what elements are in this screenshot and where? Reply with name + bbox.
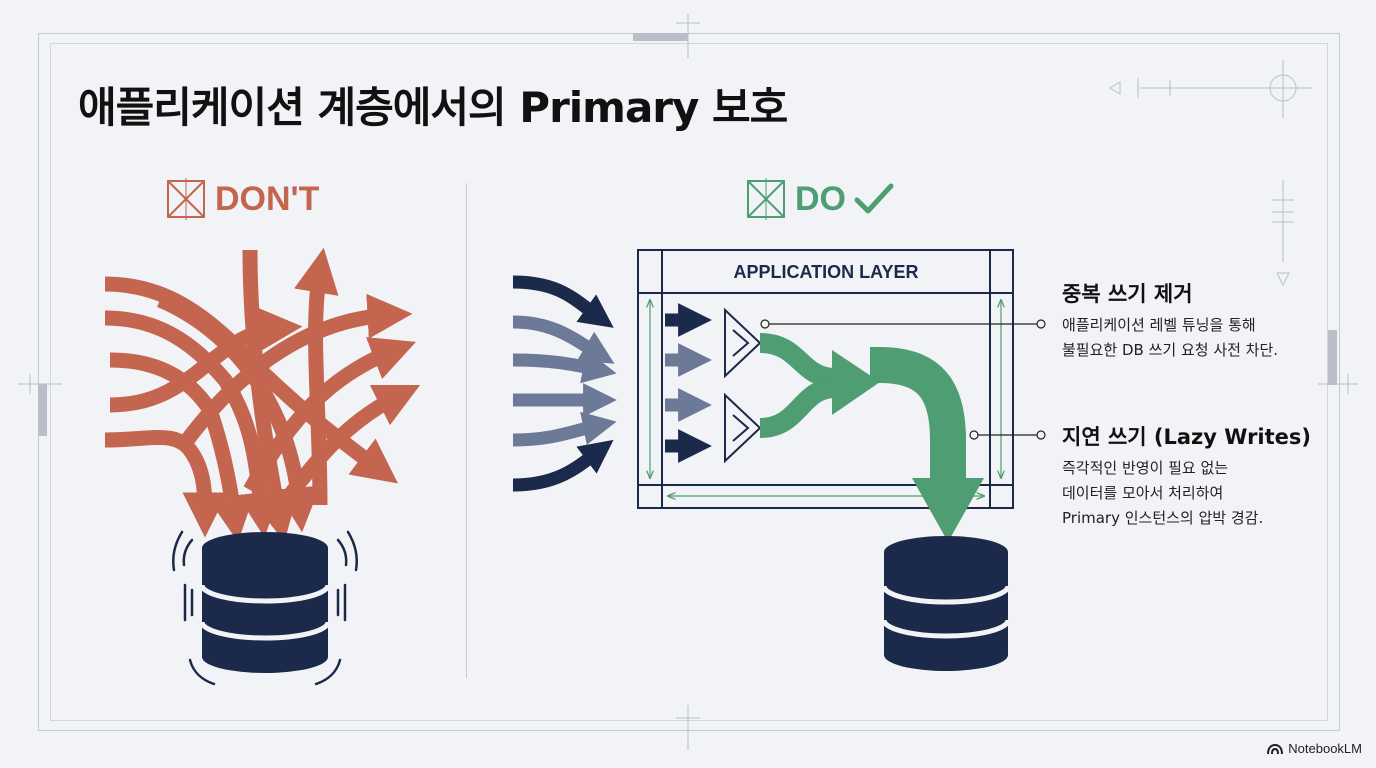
dont-badge: DON'T xyxy=(165,178,319,220)
annotation-title-lazy-writes: 지연 쓰기 (Lazy Writes) xyxy=(1062,425,1312,449)
page-title: 애플리케이션 계층에서의 Primary 보호 xyxy=(78,83,788,132)
notebooklm-logo-icon xyxy=(1267,743,1284,754)
annotation-text-lazy-writes: 즉각적인 반영이 필요 없는 데이터를 모아서 처리하여 Primary 인스턴… xyxy=(1062,459,1264,527)
divider-line xyxy=(466,183,467,678)
batched-write-flow xyxy=(759,333,984,542)
annotation-title-dedupe: 중복 쓰기 제거 xyxy=(1062,282,1193,306)
annotation-leaders xyxy=(760,319,1046,440)
registration-marks xyxy=(18,14,1358,750)
cross-box-icon xyxy=(747,178,785,220)
logo-text: NotebookLM xyxy=(1288,741,1362,756)
app-layer-label: APPLICATION LAYER xyxy=(733,262,918,282)
primary-database-icon xyxy=(881,536,1011,671)
annotation-text-dedupe: 애플리케이션 레벨 튜닝을 통해 불필요한 DB 쓰기 요청 사전 차단. xyxy=(1062,316,1279,359)
overloaded-database-icon xyxy=(172,530,358,686)
do-label: DO xyxy=(795,179,846,218)
checkmark-icon xyxy=(854,183,894,214)
application-layer-box xyxy=(637,249,1014,509)
dont-label: DON'T xyxy=(215,179,320,218)
notebooklm-logo: NotebookLM xyxy=(1267,741,1362,756)
incoming-request-arrows xyxy=(512,275,712,492)
filter-gates xyxy=(724,307,762,464)
chaotic-write-arrows xyxy=(104,247,421,543)
outer-frame xyxy=(38,33,1340,731)
cross-box-icon xyxy=(167,178,205,220)
inner-frame xyxy=(50,43,1328,721)
do-badge: DO xyxy=(745,178,894,220)
